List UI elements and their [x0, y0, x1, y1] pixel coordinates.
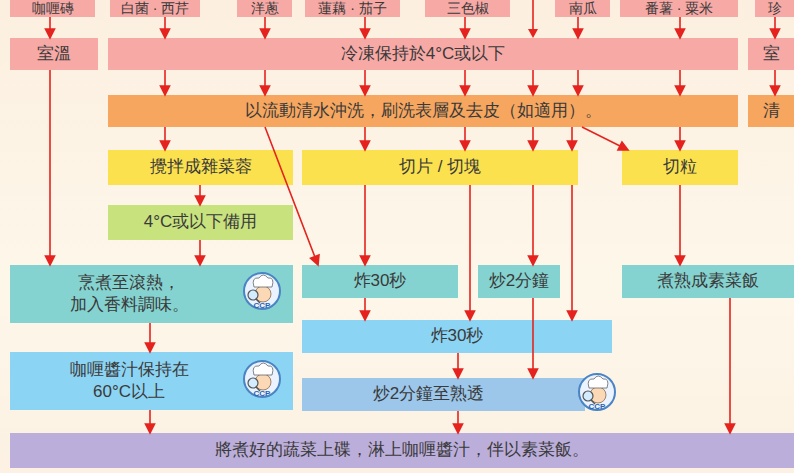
- cooking-box: 炒2分鐘至熟透: [302, 378, 585, 411]
- flow-arrow: [461, 17, 470, 38]
- flow-arrow: [161, 17, 170, 38]
- flow-line: [532, 0, 534, 30]
- washing-box: 清: [748, 95, 794, 127]
- cooking-box: 炸30秒: [302, 265, 458, 298]
- node-text: 攪拌成雜菜蓉: [150, 156, 252, 178]
- node-text: 洋蔥: [251, 0, 279, 18]
- flow-arrow: [771, 70, 780, 95]
- node-text: 切粒: [663, 156, 697, 178]
- flow-arrow: [466, 185, 577, 320]
- holding-box: 咖喱醬汁保持在 60°C以上: [10, 352, 293, 410]
- flow-arrow: [582, 127, 685, 150]
- node-text: 炸30秒: [431, 325, 484, 347]
- flow-arrow: [196, 185, 205, 205]
- node-text: 南瓜: [569, 0, 597, 18]
- node-text: 室溫: [37, 43, 71, 65]
- ingredient-box: 三色椒: [425, 0, 510, 17]
- washing-band: 以流動清水沖洗，刷洗表層及去皮（如適用）。: [108, 95, 738, 127]
- arrow-head: [528, 29, 538, 38]
- flow-arrow: [265, 127, 319, 265]
- ingredient-box: 咖喱磚: [10, 0, 95, 17]
- node-text: 炒2分鐘至熟透: [373, 383, 484, 405]
- node-text: 煮熟成素菜飯: [657, 270, 759, 292]
- flow-arrow: [46, 17, 55, 38]
- flow-arrow: [46, 70, 55, 265]
- prep-box: 攪拌成雜菜蓉: [108, 150, 293, 185]
- flow-arrow: [146, 323, 155, 352]
- flow-arrow: [146, 410, 155, 433]
- node-text: 烹煮至滾熱， 加入香料調味。: [59, 272, 199, 316]
- flow-arrow: [161, 127, 170, 150]
- holding-box: 4°C或以下備用: [108, 205, 293, 240]
- node-text: 室: [763, 43, 780, 65]
- flow-arrow: [676, 185, 685, 265]
- flow-arrow: [361, 127, 577, 150]
- ccp-label: CCP: [589, 402, 606, 411]
- flow-arrow: [574, 17, 583, 38]
- flow-arrow: [161, 70, 685, 95]
- ingredient-box: 洋蔥: [237, 0, 292, 17]
- node-text: 以流動清水沖洗，刷洗表層及去皮（如適用）。: [245, 100, 602, 122]
- ingredient-box: 蓮藕 · 茄子: [305, 0, 400, 17]
- storage-box: 室溫: [10, 38, 98, 70]
- node-text: 珍: [768, 0, 782, 18]
- flow-arrow: [261, 17, 270, 38]
- node-text: 炒2分鐘: [489, 270, 549, 292]
- flow-arrow: [454, 411, 463, 433]
- node-text: 4°C或以下備用: [144, 211, 258, 233]
- ccp-label: CCP: [254, 301, 271, 310]
- flow-arrow: [676, 17, 685, 38]
- cooking-box: 烹煮至滾熱， 加入香料調味。: [10, 265, 293, 323]
- node-text: 蓮藕 · 茄子: [318, 0, 386, 18]
- flow-arrow: [361, 17, 370, 38]
- node-text: 番薯 · 粟米: [645, 0, 713, 18]
- ingredient-box: 珍: [755, 0, 794, 17]
- node-text: 將煮好的蔬菜上碟，淋上咖喱醬汁，伴以素菜飯。: [215, 439, 589, 461]
- storage-box: 室: [748, 38, 794, 70]
- serving-band: 將煮好的蔬菜上碟，淋上咖喱醬汁，伴以素菜飯。: [10, 433, 794, 468]
- flow-arrow: [771, 17, 780, 38]
- prep-box: 切粒: [622, 150, 738, 185]
- node-text: 切片 / 切塊: [399, 156, 481, 178]
- flow-arrow: [361, 185, 370, 265]
- node-text: 三色椒: [447, 0, 489, 18]
- prep-box: 切片 / 切塊: [302, 150, 578, 185]
- storage-band: 冷凍保持於4°C或以下: [108, 38, 738, 70]
- node-text: 咖喱醬汁保持在 60°C以上: [54, 359, 204, 403]
- cooking-box: 炸30秒: [302, 320, 612, 353]
- flow-arrow: [361, 298, 370, 320]
- ingredient-box: 南瓜: [555, 0, 610, 17]
- ingredient-box: 番薯 · 粟米: [620, 0, 738, 17]
- ingredient-box: 白菌 · 西芹: [110, 0, 200, 17]
- flow-arrow: [726, 298, 735, 433]
- flow-arrow: [454, 353, 463, 378]
- flow-arrow: [196, 240, 205, 265]
- node-text: 咖喱磚: [32, 0, 74, 18]
- node-text: 白菌 · 西芹: [121, 0, 189, 18]
- flow-arrow: [529, 185, 538, 265]
- node-text: 冷凍保持於4°C或以下: [341, 43, 506, 65]
- cooking-box: 炒2分鐘: [478, 265, 560, 298]
- ccp-label: CCP: [254, 389, 271, 398]
- node-text: 炸30秒: [354, 270, 407, 292]
- cooking-box: 煮熟成素菜飯: [622, 265, 794, 298]
- node-text: 清: [763, 100, 780, 122]
